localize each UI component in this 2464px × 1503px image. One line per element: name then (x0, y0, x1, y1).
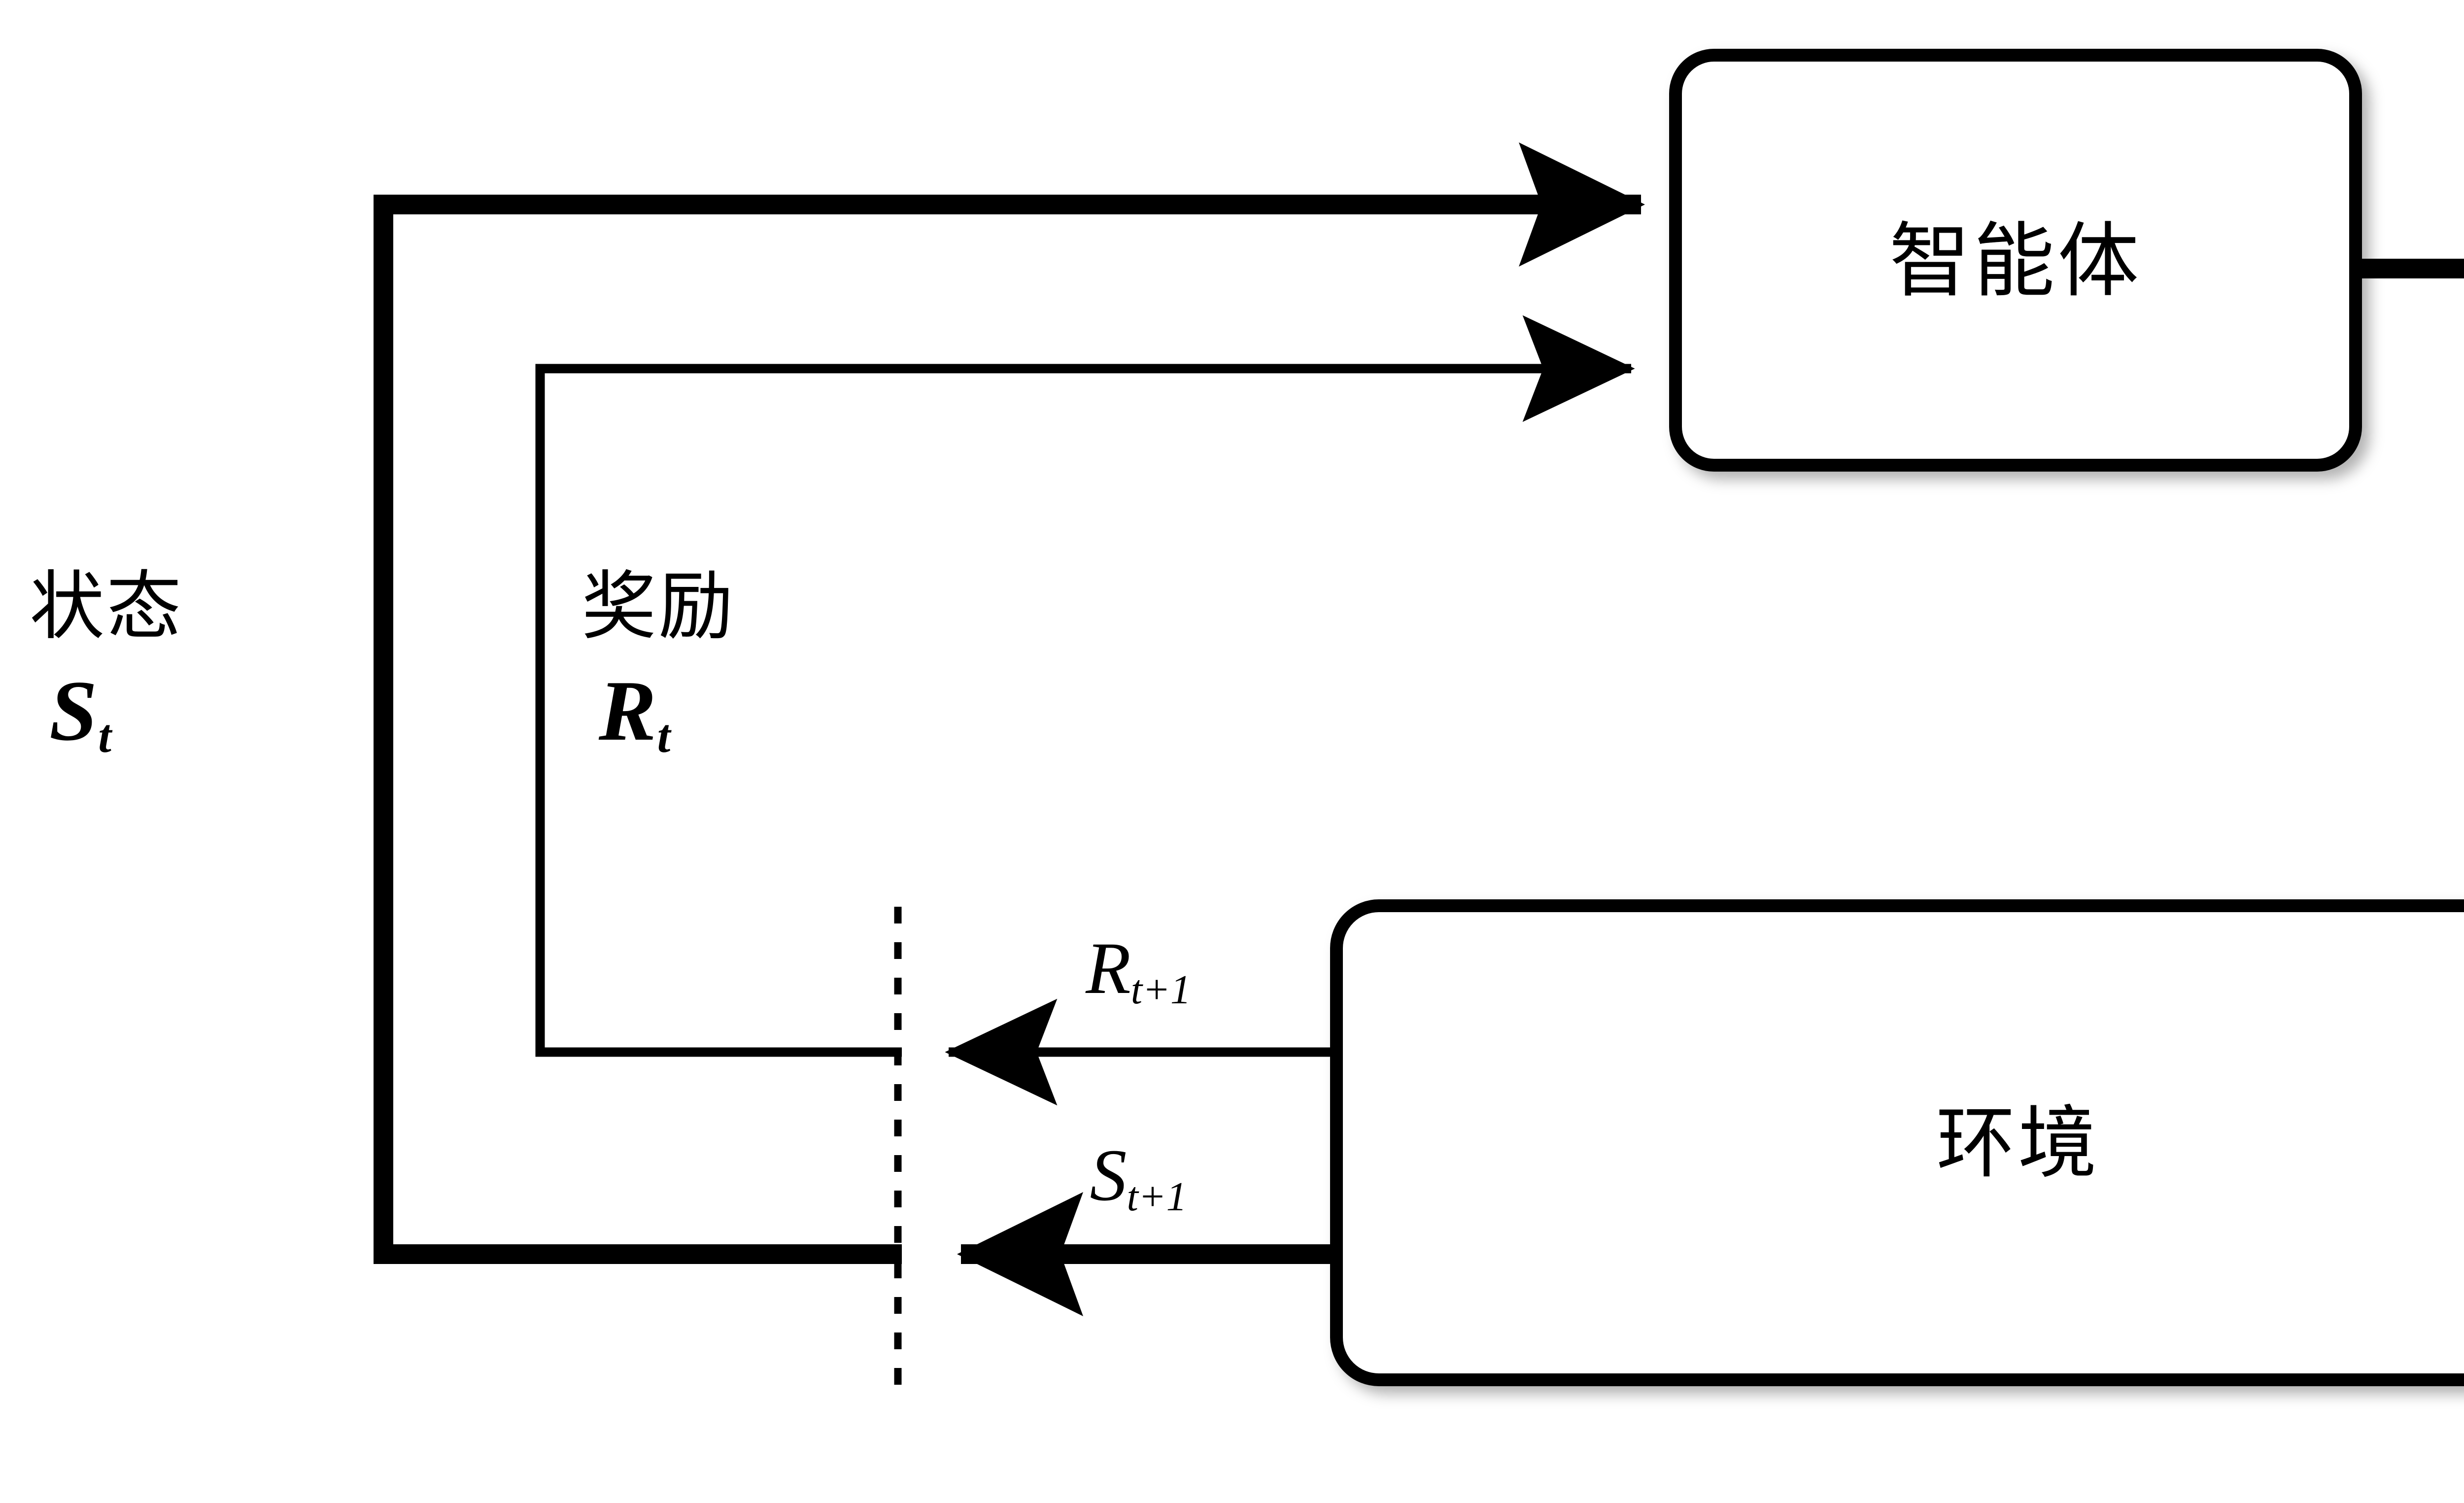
environment-box[interactable] (1330, 899, 2464, 1386)
next-state-symbol: St+1 (1090, 1138, 1187, 1218)
reward-symbol: Rt (599, 668, 670, 760)
reward-symbol-subscript: t (657, 710, 671, 763)
state-symbol: St (49, 668, 111, 760)
agent-box-label: 智能体 (1889, 213, 2142, 308)
next-state-symbol-base: S (1090, 1134, 1127, 1216)
agent-box[interactable] (1669, 49, 2362, 472)
state-flow-path (374, 142, 1645, 1264)
reward-symbol-base: R (599, 663, 656, 758)
next-reward-symbol: Rt+1 (1086, 931, 1191, 1011)
next-reward-symbol-subscript: t+1 (1130, 967, 1191, 1013)
environment-box-label: 环境 (1936, 1097, 2100, 1189)
reward-label: 奖励 (582, 563, 735, 650)
state-symbol-subscript: t (98, 710, 111, 763)
state-symbol-base: S (49, 663, 98, 758)
reward-flow-path (535, 315, 1635, 1057)
next-state-symbol-subscript: t+1 (1127, 1174, 1187, 1220)
next-reward-symbol-base: R (1086, 927, 1131, 1009)
state-label: 状态 (30, 563, 183, 650)
